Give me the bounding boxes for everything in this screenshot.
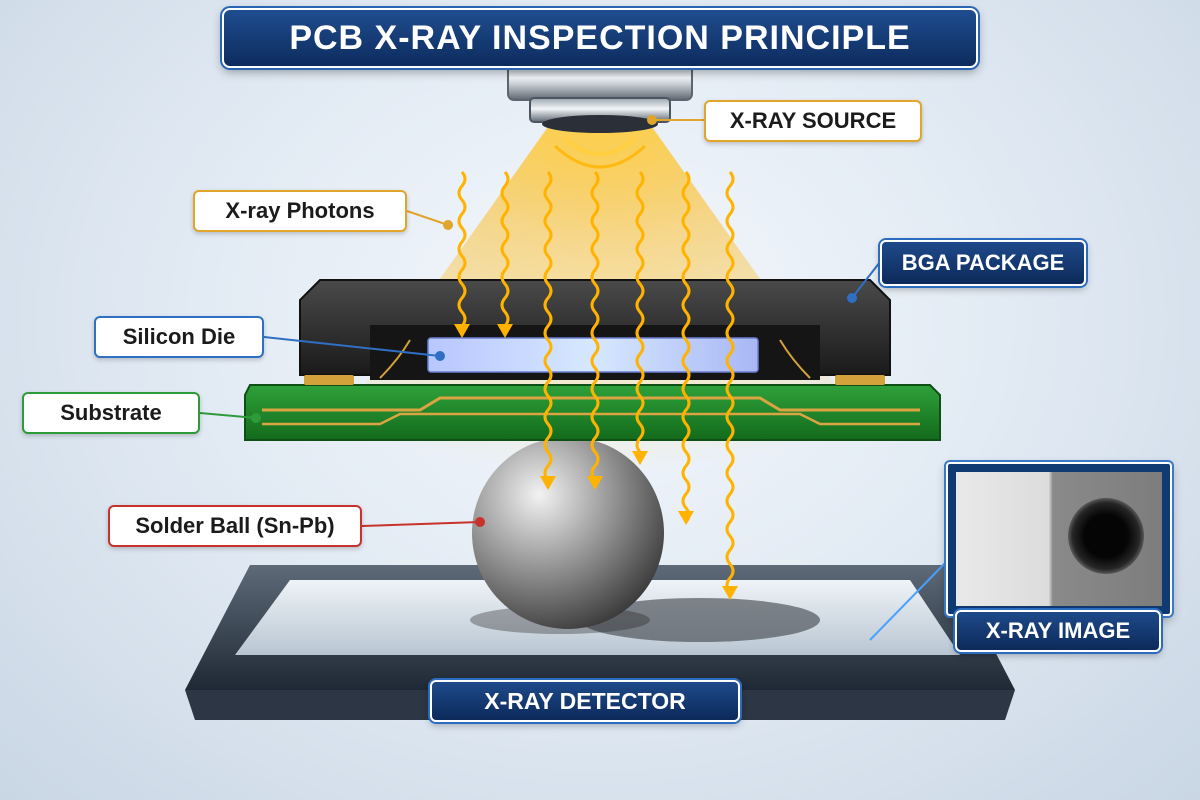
xray-image-panel (946, 462, 1172, 616)
leader-lines (199, 115, 881, 527)
bga-leader (851, 261, 881, 299)
xray-photons-label: X-ray Photons (193, 190, 407, 232)
solder-leader (361, 521, 481, 527)
photon-arrowhead-6 (678, 511, 694, 525)
solder-leader-dot (475, 517, 485, 527)
substrate-label: Substrate (22, 392, 200, 434)
photon-waves (454, 171, 738, 600)
source-leader-dot (647, 115, 657, 125)
photon-wave-6 (681, 171, 691, 523)
photon-wave-7 (725, 171, 735, 593)
photon-arrowhead-7 (722, 586, 738, 600)
page-title: PCB X-RAY INSPECTION PRINCIPLE (222, 8, 978, 68)
bga-leader-dot (847, 293, 857, 303)
xray-source-emitter (507, 59, 693, 169)
silicon-die-label: Silicon Die (94, 316, 264, 358)
xray-image-label: X-RAY IMAGE (955, 610, 1161, 652)
bga-package-label: BGA PACKAGE (880, 240, 1086, 286)
xray-detector-label: X-RAY DETECTOR (430, 680, 740, 722)
photon-arrowhead-1 (454, 324, 470, 338)
photons-leader-dot (443, 220, 453, 230)
photons-leader (406, 210, 449, 226)
photon-wave-4 (590, 171, 600, 481)
xray-source-label: X-RAY SOURCE (704, 100, 922, 142)
xray-image-render (956, 472, 1162, 606)
photon-wave-2 (500, 171, 510, 327)
die-leader (263, 336, 441, 357)
die-leader-dot (435, 351, 445, 361)
photon-arrowhead-5 (632, 451, 648, 465)
photon-arrowhead-4 (587, 476, 603, 490)
photon-wave-1 (457, 171, 467, 327)
substrate-leader-dot (251, 413, 261, 423)
substrate-leader (199, 412, 257, 419)
photon-wave-5 (635, 171, 645, 453)
solder-ball-label: Solder Ball (Sn-Pb) (108, 505, 362, 547)
solder-void-shadow (1068, 498, 1144, 574)
photon-wave-3 (543, 171, 553, 481)
solder-ball-sphere (470, 437, 664, 634)
image-connector-line (869, 559, 949, 641)
photon-arrowhead-2 (497, 324, 513, 338)
photon-arrowhead-3 (540, 476, 556, 490)
